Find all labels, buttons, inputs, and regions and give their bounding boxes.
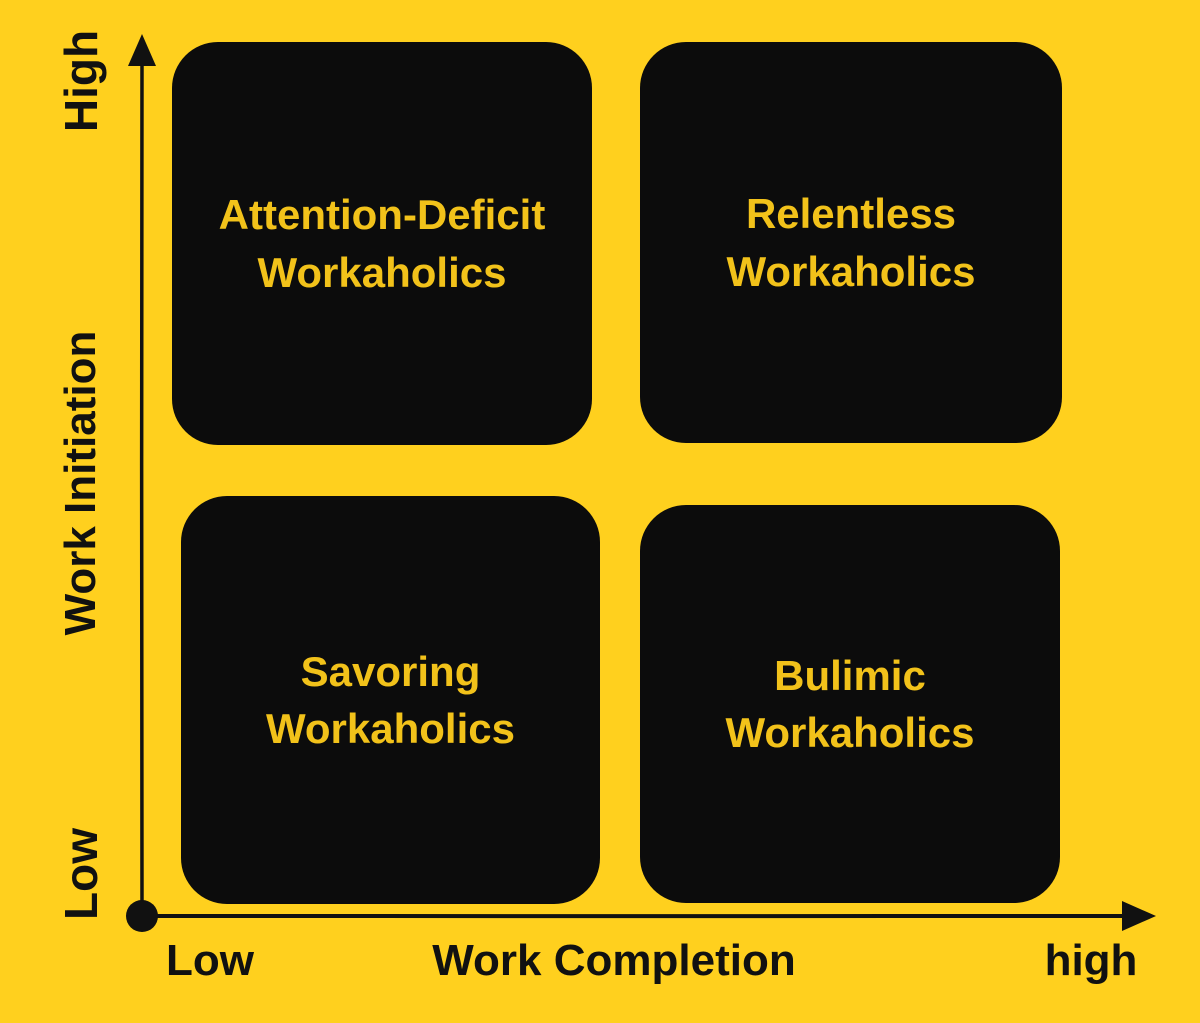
quadrant-top-left-label-line1: Attention-Deficit [218,191,546,239]
quadrant-bottom-left-label-line2: Workaholics [266,705,515,752]
x-axis-tick-high: high [1044,936,1138,985]
quadrant-bottom-right: Bulimic Workaholics [640,505,1060,903]
y-axis-arrow-icon [128,34,156,66]
quadrant-top-right-label-line2: Workaholics [726,247,976,295]
quadrant-bottom-right-label-line1: Bulimic [774,651,926,699]
x-axis-tick-low: Low [166,936,254,985]
y-axis-tick-high: High [55,29,107,133]
y-axis-title: Work Initiation [56,330,105,636]
x-axis-title: Work Completion [432,936,796,985]
origin-dot-icon [126,900,158,932]
quadrant-top-right-label-line1: Relentless [745,190,957,238]
x-axis-arrow-icon [1122,901,1156,931]
quadrant-bottom-left-label-line1: Savoring [300,647,481,695]
quadrant-bottom-right-label-line2: Workaholics [725,709,975,756]
quadrant-top-left-label-line2: Workaholics [257,248,507,296]
quadrant-top-right: Relentless Workaholics [640,42,1062,443]
quadrant-bottom-left: Savoring Workaholics [181,496,600,904]
x-axis-line [144,913,1128,919]
quadrant-top-left: Attention-Deficit Workaholics [172,42,592,445]
y-axis-tick-low: Low [55,828,107,920]
